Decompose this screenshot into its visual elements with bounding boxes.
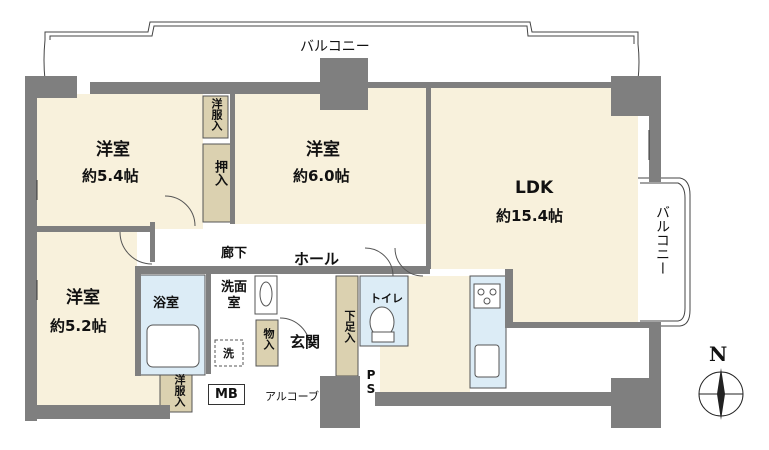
door-swings [119, 195, 424, 349]
balcony-top-outline [43, 21, 640, 81]
ldk-name: LDK [515, 178, 554, 198]
closet-bottom-label: 洋服入 [173, 374, 186, 407]
ldk-size: 約15.4帖 [496, 207, 564, 225]
washer-label: 洗 [223, 347, 234, 360]
bathtub [146, 324, 200, 368]
washer-box [214, 339, 244, 367]
mb-label: MB [208, 384, 245, 405]
toilet-label: トイレ [370, 292, 403, 305]
hall-label: ホール [294, 250, 340, 268]
balcony-top-label: バルコニー [300, 39, 370, 55]
ps-label: PS [364, 368, 378, 396]
washroom-label: 洗面室 [220, 280, 247, 311]
ldk-floor [428, 84, 638, 269]
ldk-lower-floor [505, 269, 638, 324]
sink [474, 344, 500, 378]
room1-size: 約5.4帖 [82, 167, 139, 185]
room2-name: 洋室 [306, 140, 340, 160]
room3-name: 洋室 [66, 288, 100, 308]
room3-lower-floor [70, 370, 160, 410]
entrance-label: 玄関 [290, 333, 321, 351]
closet-top-box [202, 95, 229, 139]
balcony-right-outline [636, 177, 691, 327]
shoe-closet-label: 下足入 [343, 310, 356, 343]
walls [25, 58, 661, 428]
storage-box [255, 319, 279, 367]
room2-size: 約6.0帖 [293, 167, 350, 185]
balcony-right-label: バルコニー [654, 205, 670, 275]
oshiire-label: 押入 [212, 160, 227, 186]
north-arrow: N [695, 342, 751, 422]
corridor-label: 廊下 [221, 246, 248, 261]
room3-size: 約5.2帖 [50, 317, 107, 335]
closet-top-label: 洋服入 [210, 98, 223, 131]
room1-floor [35, 94, 203, 229]
alcove-label: アルコーブ [265, 390, 320, 403]
room1-name: 洋室 [96, 140, 130, 160]
storage-label: 物入 [262, 328, 275, 350]
north-label: N [709, 342, 728, 366]
compass-icon [698, 368, 744, 420]
bath-label: 浴室 [153, 296, 180, 311]
